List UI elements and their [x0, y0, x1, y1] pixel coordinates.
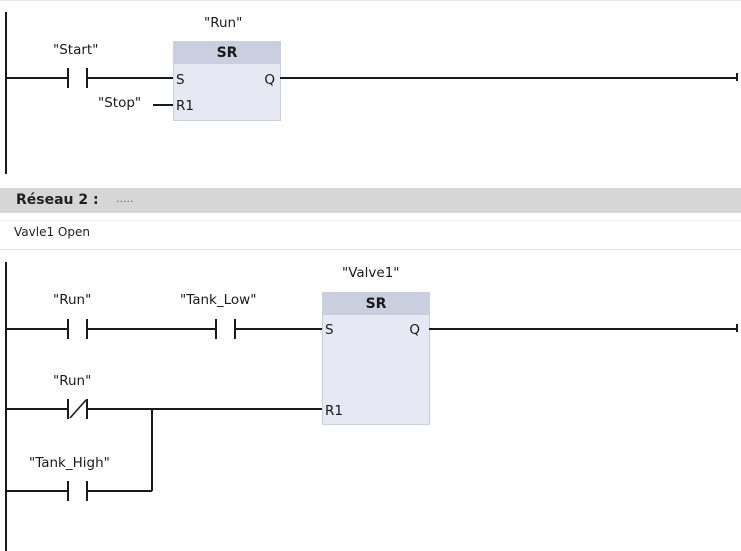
- contact-tank-high-tag[interactable]: "Tank_High": [29, 455, 110, 471]
- wire-output: [280, 77, 738, 79]
- block-run-tag[interactable]: "Run": [204, 15, 243, 31]
- network-2-header[interactable]: Réseau 2 : .....: [0, 188, 741, 213]
- power-rail-left: [5, 12, 7, 174]
- pin-s: S: [176, 72, 185, 88]
- network-2-comment-text: Vavle1 Open: [14, 225, 90, 239]
- contact-tank-low-right-bar[interactable]: [234, 319, 236, 339]
- wire: [6, 490, 67, 492]
- wire-stop: [153, 104, 173, 106]
- contact-tank-low-tag[interactable]: "Tank_Low": [180, 292, 257, 308]
- contact-run-right-bar[interactable]: [86, 319, 88, 339]
- contact-tank-low-left-bar[interactable]: [215, 319, 217, 339]
- contact-run-nc-right-bar[interactable]: [86, 399, 88, 419]
- contact-tank-high-left-bar[interactable]: [67, 481, 69, 501]
- pin-q: Q: [264, 72, 275, 88]
- wire: [88, 328, 215, 330]
- power-rail-left: [5, 262, 7, 551]
- block-valve1-tag[interactable]: "Valve1": [342, 265, 400, 281]
- wire: [88, 490, 152, 492]
- wire-r1: [88, 408, 322, 410]
- pin-r1: R1: [325, 403, 343, 419]
- normally-closed-slash-icon: [69, 399, 87, 419]
- contact-run-tag[interactable]: "Run": [53, 292, 92, 308]
- wire: [236, 328, 322, 330]
- sr-block-valve1[interactable]: SR S Q R1: [322, 292, 430, 425]
- contact-start-left-bar[interactable]: [67, 68, 69, 88]
- pin-r1: R1: [176, 98, 194, 114]
- pin-q: Q: [409, 322, 420, 338]
- contact-run-nc-tag[interactable]: "Run": [53, 373, 92, 389]
- network-2-title-placeholder[interactable]: .....: [116, 192, 134, 205]
- network-2-title: Réseau 2 :: [16, 192, 99, 208]
- wire-output: [429, 328, 738, 330]
- contact-tank-high-right-bar[interactable]: [86, 481, 88, 501]
- branch-join-wire: [151, 408, 153, 491]
- network-2-comment[interactable]: Vavle1 Open: [0, 220, 741, 250]
- wire: [6, 328, 67, 330]
- contact-start-tag[interactable]: "Start": [53, 42, 99, 58]
- contact-start-right-bar[interactable]: [86, 68, 88, 88]
- editor-top-border: [0, 0, 741, 1]
- reset-stop-tag[interactable]: "Stop": [98, 95, 142, 111]
- sr-block-run-type: SR: [174, 42, 280, 64]
- wire: [88, 77, 173, 79]
- contact-run-left-bar[interactable]: [67, 319, 69, 339]
- wire: [6, 408, 67, 410]
- contact-run-nc-left-bar[interactable]: [67, 399, 69, 419]
- sr-block-run[interactable]: SR S Q R1: [173, 41, 281, 121]
- wire-end-tick: [736, 324, 738, 332]
- sr-block-valve1-type: SR: [323, 293, 429, 315]
- wire: [6, 77, 67, 79]
- pin-s: S: [325, 322, 334, 338]
- wire-end-tick: [736, 73, 738, 81]
